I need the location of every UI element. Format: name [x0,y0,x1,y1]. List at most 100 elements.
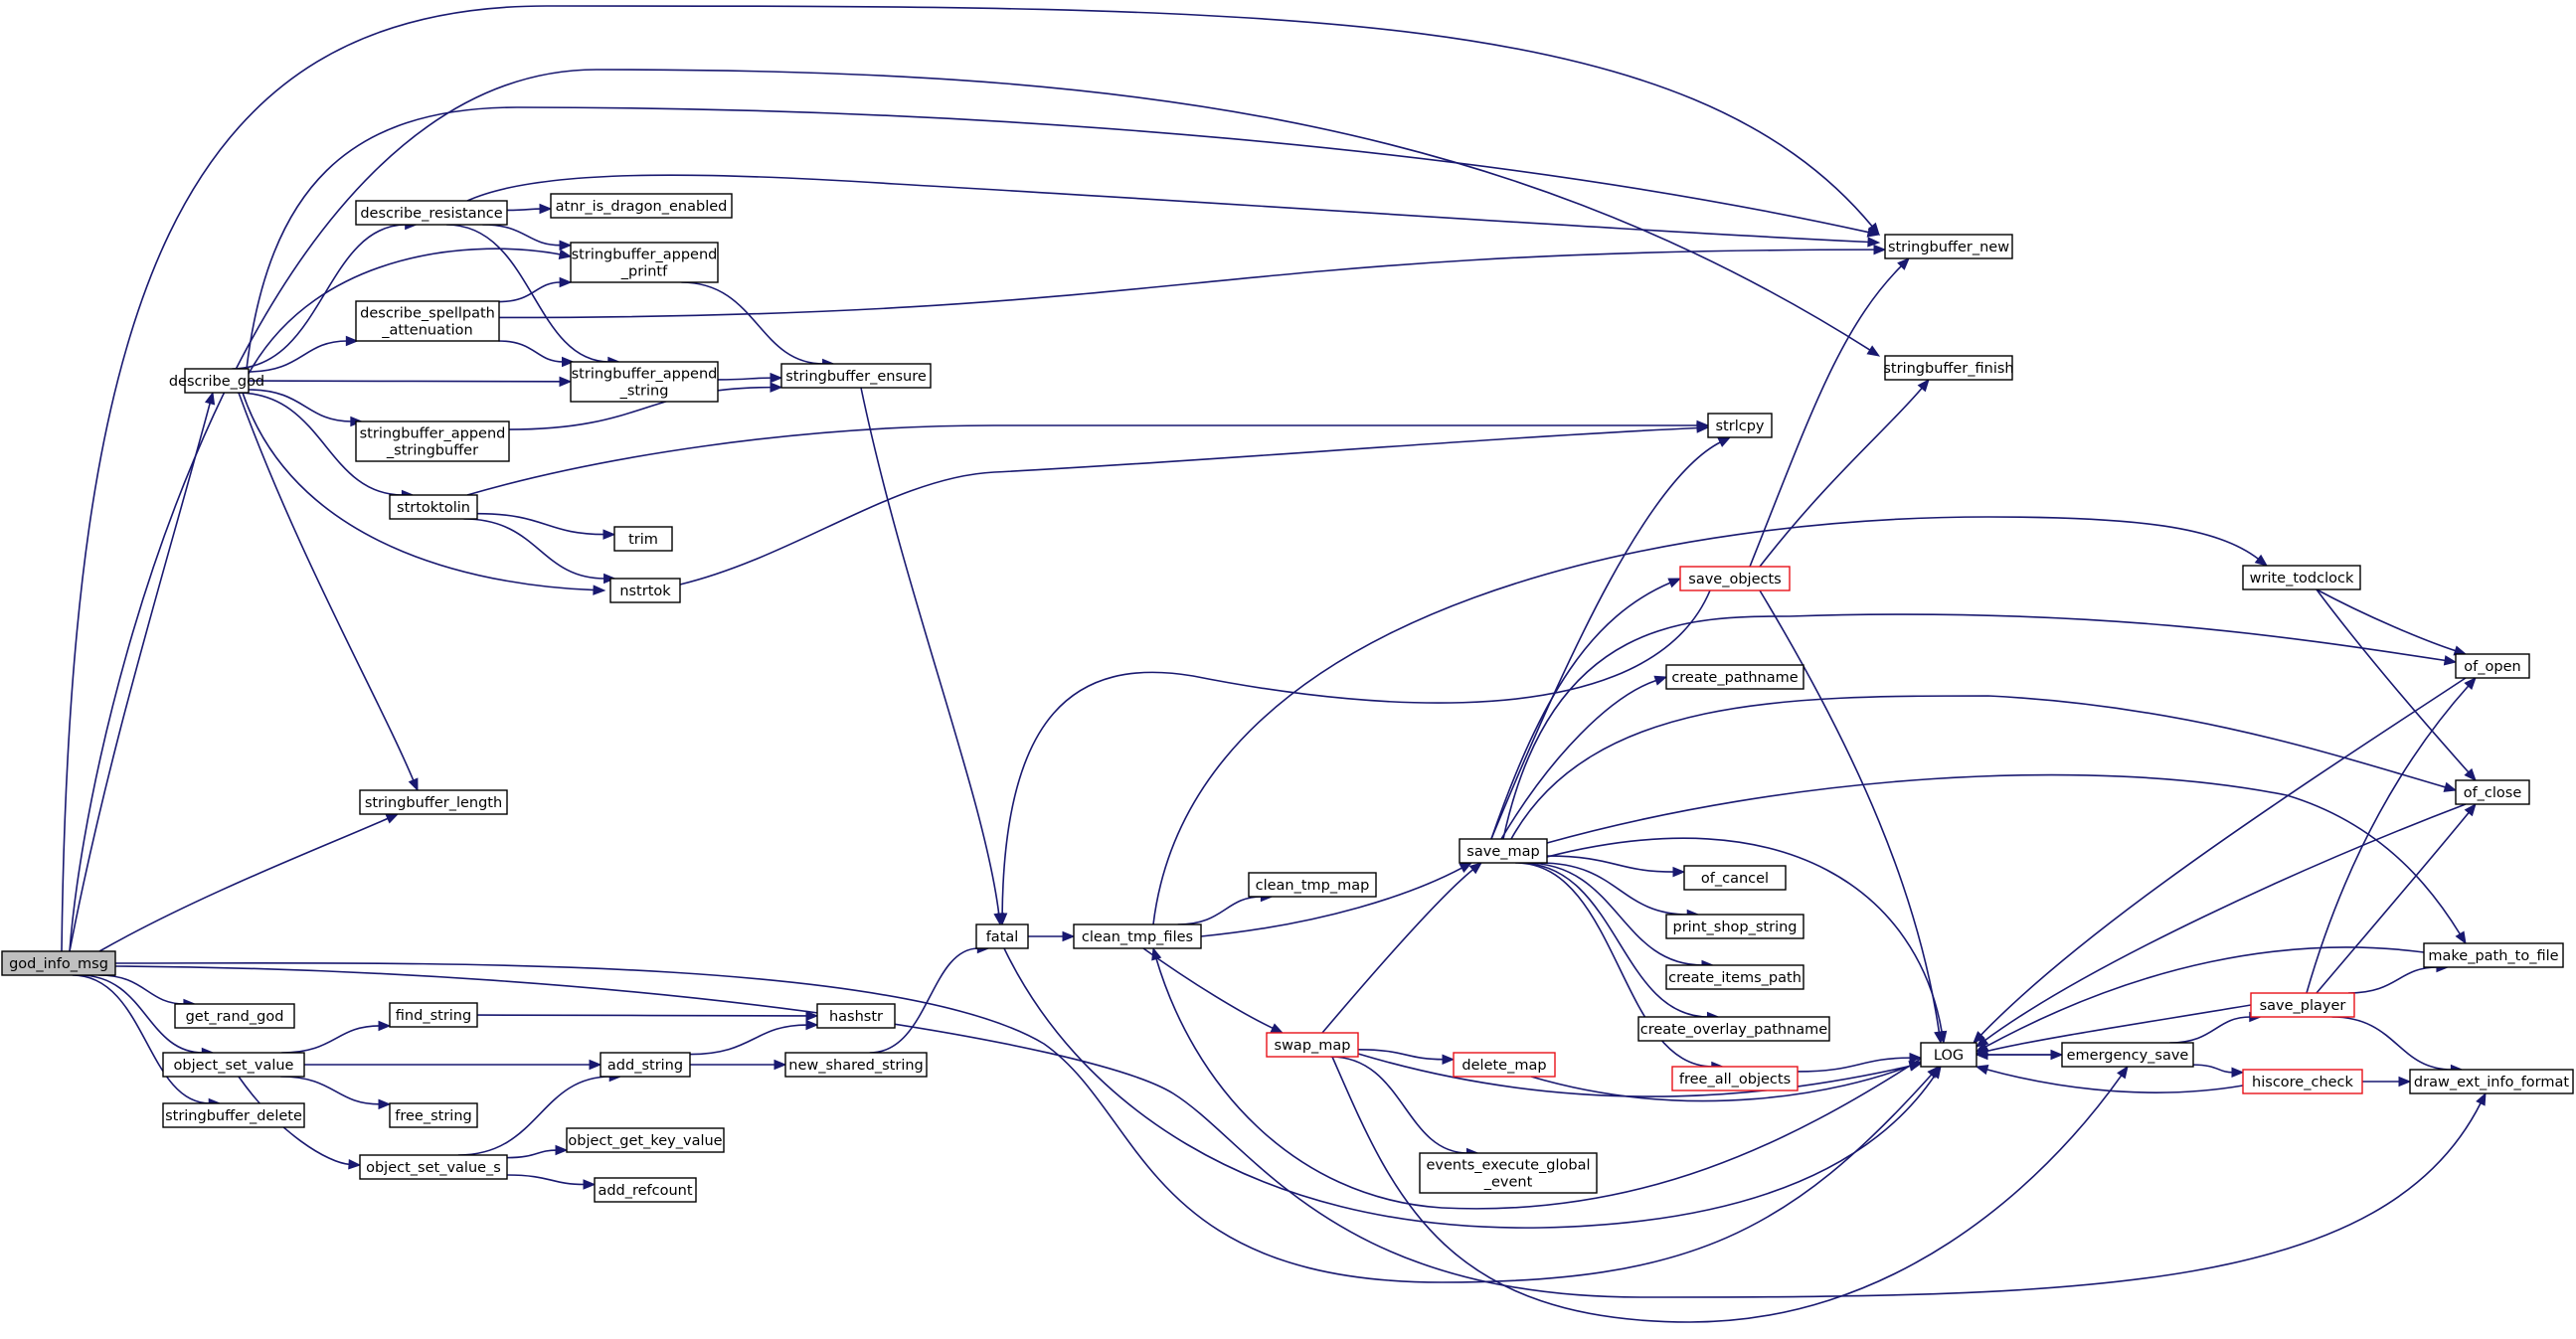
node-box [2409,1069,2574,1094]
node-create-overlay-pathname[interactable]: create_overlay_pathname [1637,1016,1830,1042]
node-describe-resistance[interactable]: describe_resistance [355,200,508,226]
node-box [816,1003,896,1029]
edge-line [1142,947,1275,1030]
node-hashstr[interactable]: hashstr [816,1003,896,1029]
node-clean-tmp-map[interactable]: clean_tmp_map [1248,872,1377,898]
node-add-refcount[interactable]: add_refcount [594,1177,697,1203]
edge-line [1759,589,1941,1034]
edge-describe_god-to-stringbuffer_append_stringbuffer [248,389,364,427]
node-fatal[interactable]: fatal [975,923,1029,949]
node-of-open[interactable]: of_open [2455,653,2530,679]
edge-save_map-to-save_objects [1490,578,1682,840]
node-box [975,923,1029,949]
edge-save_map-to-make_path_to_file [1546,773,2467,945]
edge-line [1490,440,1722,840]
node-stringbuffer-append-stringbuffer[interactable]: stringbuffer_append_stringbuffer [355,420,510,462]
node-label: stringbuffer_new [1888,240,2009,255]
node-box [1707,413,1773,438]
node-object-set-value-s[interactable]: object_set_value_s [359,1154,508,1180]
edge-line [1983,803,2467,1042]
node-free-all-objects[interactable]: free_all_objects [1671,1066,1799,1091]
node-box [1248,872,1377,898]
arrowhead-icon [773,1059,787,1071]
edge-line [1546,837,1944,1034]
arrowhead-icon [1866,227,1881,238]
arrowhead-icon [1653,675,1668,686]
node-stringbuffer-delete[interactable]: stringbuffer_delete [162,1102,305,1128]
node-draw-ext-info-format[interactable]: draw_ext_info_format [2409,1069,2574,1094]
arrowhead-icon [2117,1065,2129,1080]
edge-object_set_value-to-add_string [304,1059,602,1071]
arrowhead-icon [1696,422,1710,433]
node-emergency-save[interactable]: emergency_save [2061,1042,2194,1068]
arrowhead-icon [558,249,573,259]
node-god-info-msg[interactable]: god_info_msg [1,950,116,976]
node-label: _string [619,384,669,400]
arrowhead-icon [1917,378,1930,393]
arrowhead-icon [1897,257,1910,270]
node-LOG[interactable]: LOG [1920,1042,1977,1068]
node-stringbuffer-new[interactable]: stringbuffer_new [1884,234,2013,259]
node-atnr-is-dragon-enabled[interactable]: atnr_is_dragon_enabled [550,193,733,219]
arrowhead-icon [1672,866,1686,878]
node-swap-map[interactable]: swap_map [1266,1032,1359,1058]
node-clean-tmp-files[interactable]: clean_tmp_files [1073,923,1202,949]
node-of-close[interactable]: of_close [2455,779,2530,805]
node-label: strtoktolin [397,500,470,516]
node-stringbuffer-length[interactable]: stringbuffer_length [359,789,508,815]
node-create-pathname[interactable]: create_pathname [1665,664,1804,690]
arrowhead-icon [2464,767,2477,781]
node-box [1679,566,1791,591]
node-save-player[interactable]: save_player [2250,992,2355,1018]
node-save-objects[interactable]: save_objects [1679,566,1791,591]
node-stringbuffer-ensure[interactable]: stringbuffer_ensure [780,363,932,389]
edge-add_string-to-new_shared_string [690,1059,787,1071]
edge-line [2316,588,2470,774]
node-box [174,1003,295,1029]
arrowhead-icon [378,1020,392,1032]
node-events-execute-global-event[interactable]: events_execute_global_event [1419,1152,1598,1194]
node-of-cancel[interactable]: of_cancel [1683,865,1787,891]
node-stringbuffer-append-printf[interactable]: stringbuffer_append_printf [570,242,719,283]
node-find-string[interactable]: find_string [389,1002,478,1028]
node-nstrtok[interactable]: nstrtok [609,578,681,603]
node-box [1073,923,1202,949]
node-box [784,1052,928,1078]
edge-line [717,377,773,381]
node-strlcpy[interactable]: strlcpy [1707,413,1773,438]
node-describe-god[interactable]: describe_god [169,368,264,394]
arrowhead-icon [1468,862,1483,875]
node-label: save_player [2260,998,2346,1014]
node-free-string[interactable]: free_string [389,1102,478,1128]
node-add-string[interactable]: add_string [600,1052,691,1078]
node-object-get-key-value[interactable]: object_get_key_value [566,1127,725,1153]
edge-add_string-to-hashstr [689,1019,819,1056]
edge-save_map-to-strlcpy [1490,436,1732,840]
node-strtoktolin[interactable]: strtoktolin [389,494,478,520]
node-label: make_path_to_file [2428,948,2558,964]
node-stringbuffer-finish[interactable]: stringbuffer_finish [1883,355,2014,381]
edge-line [61,5,1874,952]
node-new-shared-string[interactable]: new_shared_string [784,1052,928,1078]
edge-line [1530,1064,1912,1102]
edge-line [1510,695,2447,840]
node-get-rand-god[interactable]: get_rand_god [174,1003,295,1029]
node-label: strlcpy [1716,418,1765,434]
edge-line [1525,862,1703,966]
node-save-map[interactable]: save_map [1459,838,1548,864]
node-label: hashstr [829,1009,883,1025]
node-stringbuffer-append-string[interactable]: stringbuffer_append_string [570,361,719,403]
node-delete-map[interactable]: delete_map [1453,1052,1556,1078]
node-describe-spellpath-attenuation[interactable]: describe_spellpath_attenuation [355,300,500,342]
node-print-shop-string[interactable]: print_shop_string [1665,914,1804,939]
node-create-items-path[interactable]: create_items_path [1665,964,1804,990]
arrowhead-icon [1270,1023,1285,1034]
node-label: object_set_value_s [366,1160,501,1176]
edge-save_map-to-of_cancel [1546,855,1686,878]
node-trim[interactable]: trim [613,526,673,552]
node-hiscore-check[interactable]: hiscore_check [2242,1069,2363,1094]
node-make-path-to-file[interactable]: make_path_to_file [2423,942,2564,968]
node-write-todclock[interactable]: write_todclock [2242,565,2361,590]
node-object-set-value[interactable]: object_set_value [162,1052,305,1078]
